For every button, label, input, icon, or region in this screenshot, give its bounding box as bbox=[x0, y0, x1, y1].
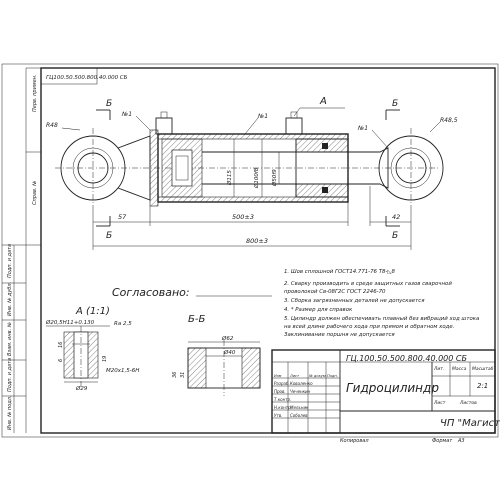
detail-a-d6: 6 bbox=[58, 359, 64, 362]
side-label-5: Подп. и дата bbox=[7, 358, 13, 392]
detail-a-d16: 16 bbox=[58, 342, 64, 348]
outer-frame bbox=[1, 63, 499, 438]
base-plate bbox=[149, 129, 159, 207]
dim-d50: Ø50f9 bbox=[271, 169, 278, 187]
col-head-2: № докум. bbox=[308, 374, 327, 378]
role-2: Т.контр. bbox=[274, 397, 291, 402]
title-block: ГЦ.100.50.500.800.40.000 СБ Гидроцилиндр… bbox=[271, 349, 500, 444]
col-head-3: Подп. bbox=[327, 374, 338, 378]
section-bb: Б-Б Ø62 Ø40 36 31 bbox=[172, 314, 261, 396]
person-4: Соболев bbox=[290, 413, 308, 418]
detail-a-d29: Ø29 bbox=[75, 385, 88, 392]
dim-57: 57 bbox=[118, 213, 127, 221]
section-bb-d62: Ø62 bbox=[221, 335, 234, 342]
note-5b: на всей длине рабочего хода при прямом и… bbox=[284, 324, 454, 330]
section-bb-d40: Ø40 bbox=[223, 349, 236, 356]
section-bb-d31: 31 bbox=[180, 372, 186, 378]
person-0: Коваленко bbox=[290, 381, 313, 386]
role-4: Утв. bbox=[274, 413, 282, 418]
section-bb-d36: 36 bbox=[172, 372, 178, 378]
person-3: Мельник bbox=[290, 405, 309, 410]
role-3: Н.контр. bbox=[274, 405, 292, 410]
note-1: 1. Шов сплошной ГОСТ14.771-76 Т8-◺8 bbox=[284, 269, 396, 275]
technical-notes: 1. Шов сплошной ГОСТ14.771-76 Т8-◺8 2. С… bbox=[284, 269, 479, 338]
side-label-0: Перв. примен. bbox=[32, 74, 38, 112]
person-1: Чеченкин bbox=[290, 389, 311, 394]
side-label-1: Справ. № bbox=[32, 181, 38, 205]
agreed-label: Согласовано: bbox=[112, 286, 190, 299]
note-5: 5. Цилиндр должен обеспечивать плавный б… bbox=[284, 316, 479, 322]
side-label-6: Инв. № подл. bbox=[7, 396, 13, 431]
dim-800: 800±3 bbox=[246, 237, 268, 245]
title-org: ЧП "Магистр" bbox=[440, 418, 500, 429]
dim-d115: Ø115 bbox=[226, 170, 233, 186]
inner-frame bbox=[40, 67, 496, 434]
detail-a: А (1:1) Ø20,5H11+0.130 Ra 2,5 M20x1,5-6H… bbox=[45, 306, 139, 392]
weld-mark-2: №1 bbox=[257, 113, 268, 120]
detail-a-title: А (1:1) bbox=[75, 306, 110, 317]
dim-d100: Ø100f8 bbox=[253, 167, 260, 189]
col-head-1: Лист bbox=[289, 374, 300, 378]
dim-r48-right: R48,5 bbox=[440, 117, 458, 124]
format-label: Формат bbox=[432, 438, 453, 444]
side-strip: Перв. примен. Справ. № Подп. и дата Инв.… bbox=[2, 67, 41, 433]
lit-label: Лит. bbox=[433, 366, 444, 372]
dim-42: 42 bbox=[392, 213, 400, 221]
detail-a-bore: Ø20,5H11+0.130 bbox=[45, 319, 95, 326]
detail-a-d19: 19 bbox=[102, 356, 108, 362]
port-right bbox=[285, 117, 303, 135]
note-2: 2. Сварку производить в среде защитных г… bbox=[284, 281, 452, 287]
dim-r48-left: R48 bbox=[46, 122, 58, 129]
scale-value: 2:1 bbox=[477, 382, 488, 390]
col-head-0: Изм bbox=[274, 374, 282, 378]
weld-mark-3: №1 bbox=[357, 125, 368, 132]
weld-mark-1: №1 bbox=[121, 111, 132, 118]
section-mark-b-bottom-right: Б bbox=[392, 231, 398, 241]
title-code: ГЦ.100.50.500.800.40.000 СБ bbox=[346, 354, 467, 363]
top-stamp: ГЦ100.50.500.800.40.000 СБ bbox=[40, 67, 128, 85]
section-bb-title: Б-Б bbox=[188, 314, 205, 325]
cylinder-view: Б Б Б Б А R48 R48,5 №1 №1 №1 Ø115 Ø100f8… bbox=[46, 96, 458, 250]
role-0: Разраб. bbox=[274, 381, 290, 386]
sheet-label: Лист bbox=[433, 400, 446, 406]
note-3: 3. Сборка загрязненных деталей не допуск… bbox=[284, 298, 425, 304]
section-mark-b-bottom-left: Б bbox=[106, 231, 112, 241]
view-a-label: А bbox=[319, 96, 327, 107]
title-name: Гидроцилиндр bbox=[346, 381, 439, 395]
note-5c: Заклинивание поршня не допускается bbox=[284, 332, 395, 338]
dim-500: 500±3 bbox=[232, 213, 254, 221]
section-mark-b-top-left: Б bbox=[106, 99, 112, 109]
note-4: 4. * Размер для справок bbox=[284, 307, 353, 313]
role-1: Пров. bbox=[274, 389, 286, 394]
copied-label: Копировал bbox=[340, 438, 369, 444]
side-label-3: Инв. № дубл. bbox=[7, 282, 13, 316]
note-2b: проволокой Св-08Г2С ГОСТ 2246-70 bbox=[284, 289, 386, 295]
format-value: А3 bbox=[457, 438, 465, 444]
mass-label: Масса bbox=[452, 366, 467, 372]
port-left bbox=[155, 117, 173, 135]
top-stamp-code: ГЦ100.50.500.800.40.000 СБ bbox=[46, 75, 128, 81]
side-label-2: Подп. и дата bbox=[7, 244, 13, 278]
detail-a-roughness: Ra 2,5 bbox=[114, 321, 132, 327]
side-label-4: Взам. инв. № bbox=[7, 322, 13, 356]
scale-label: Масштаб bbox=[472, 366, 494, 372]
section-mark-b-top-right: Б bbox=[392, 99, 398, 109]
sheets-label: Листов bbox=[459, 400, 477, 406]
detail-a-thread: M20x1,5-6H bbox=[106, 368, 139, 374]
